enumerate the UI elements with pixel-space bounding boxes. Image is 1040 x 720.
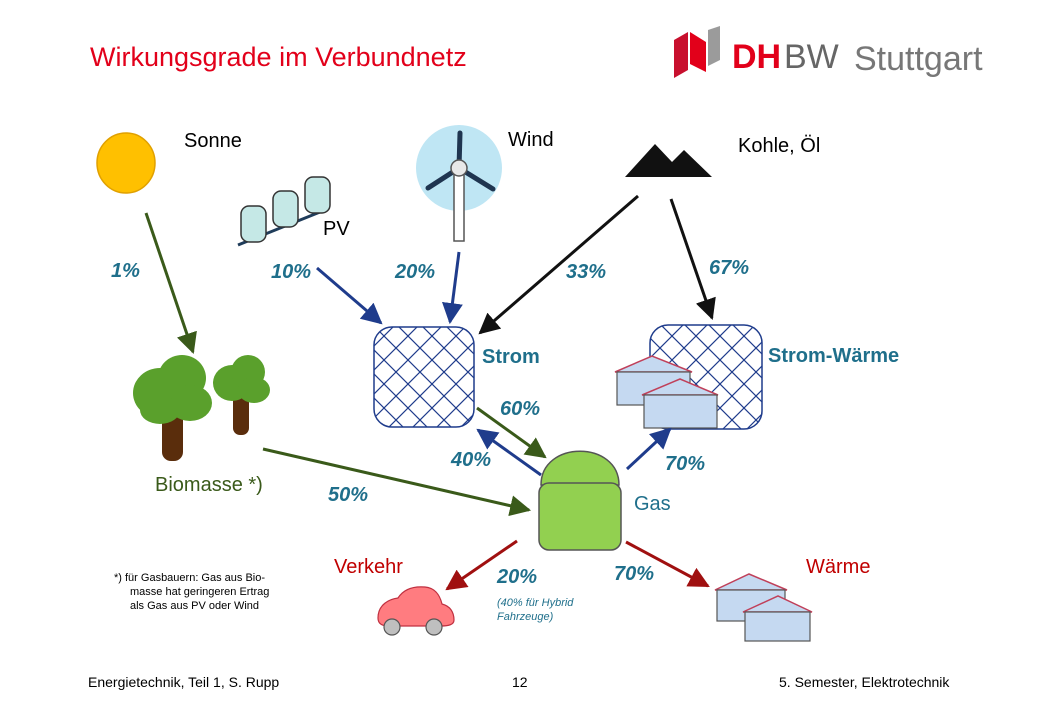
gas-tank-icon: [538, 450, 622, 551]
label-kohle: Kohle, Öl: [738, 135, 821, 157]
label-gas: Gas: [634, 493, 671, 515]
dhbw-logo-icon: DH BW Stuttgart: [674, 26, 983, 78]
page-title: Wirkungsgrade im Verbundnetz: [90, 42, 467, 72]
pct-strom-gas: 60%: [500, 398, 541, 420]
arrow-biomasse-gas: [262, 447, 532, 517]
pct-wind-strom: 20%: [395, 261, 436, 283]
footnote: *) für Gasbauern: Gas aus Bio- masse hat…: [114, 571, 269, 613]
tree-icon: [133, 355, 212, 461]
page-number: 12: [512, 674, 528, 690]
footer-left: Energietechnik, Teil 1, S. Rupp: [88, 674, 280, 690]
label-waerme: Wärme: [806, 556, 871, 578]
dhbw-logo: DH BW Stuttgart: [672, 26, 992, 91]
pct-gas-strom: 40%: [451, 449, 492, 471]
label-sonne: Sonne: [184, 130, 242, 152]
arrow-gas-waerme: [625, 540, 710, 588]
arrow-gas-verkehr: [445, 539, 518, 591]
footnote-line-1: *) für Gasbauern: Gas aus Bio-: [114, 572, 266, 584]
arrow-gas-strom: [476, 428, 542, 477]
label-biomasse: Biomasse *): [155, 474, 263, 496]
arrow-strom-gas: [476, 406, 547, 459]
arrow-pv-strom: [316, 266, 383, 325]
pct-gas-strom-waerme: 70%: [665, 453, 706, 475]
pct-kohle-strom: 33%: [566, 261, 607, 283]
pct-biomasse-gas: 50%: [328, 484, 369, 506]
logo-bw: BW: [784, 38, 839, 76]
label-strom: Strom: [482, 346, 540, 368]
logo-city: Stuttgart: [854, 40, 983, 78]
label-verkehr: Verkehr: [334, 556, 403, 578]
footnote-line-3: als Gas aus PV oder Wind: [130, 600, 260, 612]
note-hybrid: (40% für Hybrid Fahrzeuge): [497, 597, 574, 623]
pct-gas-waerme: 70%: [614, 563, 655, 585]
arrow-kohle-strom: [478, 194, 639, 335]
pct-pv-strom: 10%: [271, 261, 312, 283]
label-wind: Wind: [508, 129, 554, 151]
footer-right: 5. Semester, Elektrotechnik: [779, 674, 950, 690]
label-pv: PV: [323, 218, 350, 240]
house-icon: [641, 378, 719, 429]
pct-kohle-strom-waerme: 67%: [709, 257, 750, 279]
wind-turbine-icon: [416, 125, 502, 242]
label-strom-waerme: Strom-Wärme: [768, 345, 900, 367]
sun-icon: [96, 132, 156, 194]
footnote-line-2: masse hat geringeren Ertrag: [130, 586, 270, 598]
pv-panels-icon: [237, 176, 331, 247]
house-icon: [742, 595, 813, 642]
tree-icon: [213, 355, 270, 435]
grid-box-icon: [373, 326, 475, 428]
arrow-wind-strom: [441, 251, 463, 325]
arrow-sonne-biomasse: [144, 212, 197, 354]
pct-gas-verkehr: 20%: [497, 566, 538, 588]
arrow-gas-strom-waerme: [625, 427, 672, 471]
arrow-kohle-strom-waerme: [669, 198, 716, 320]
car-icon: [377, 586, 455, 636]
logo-dh: DH: [732, 38, 781, 76]
pct-sonne-biomasse: 1%: [111, 260, 140, 282]
mountain-icon: [625, 144, 712, 177]
